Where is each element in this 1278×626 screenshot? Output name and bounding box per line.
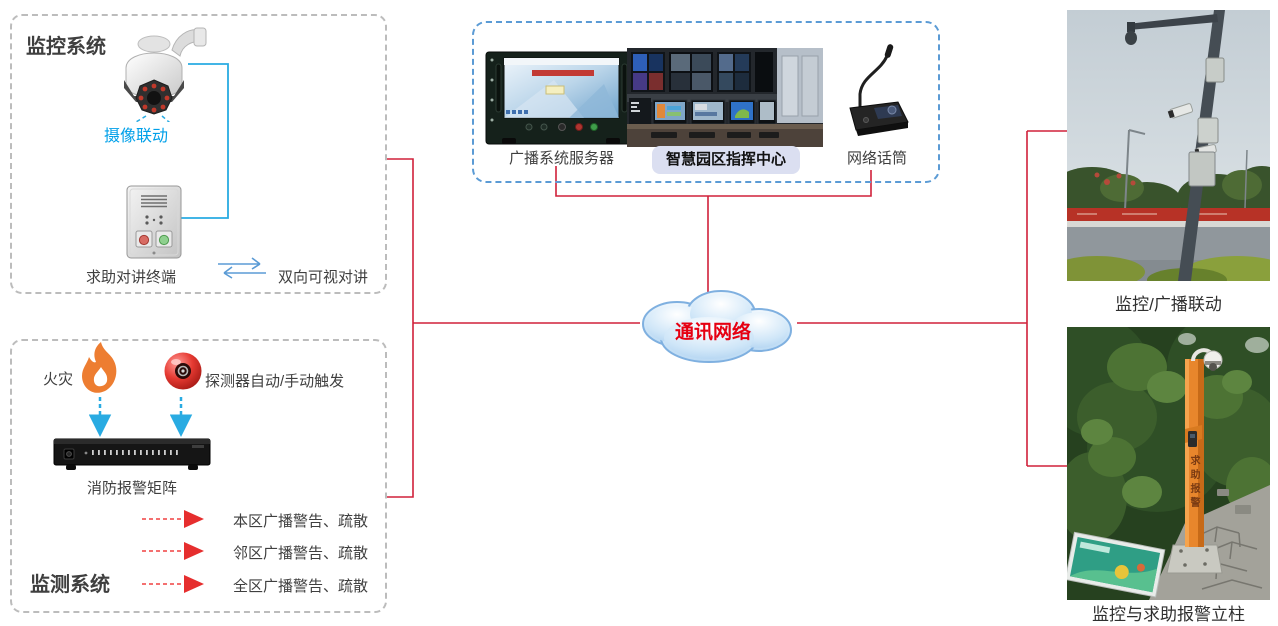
command-center-label: 智慧园区指挥中心 <box>652 146 800 174</box>
terminal-caption: 求助对讲终端 <box>86 269 177 286</box>
matrix-label: 消防报警矩阵 <box>86 480 177 497</box>
alarm-bell-icon <box>163 351 203 391</box>
pillar-vertical-text: 求助报警 <box>1188 455 1199 511</box>
broadcast-server-image <box>484 50 639 150</box>
flame-icon <box>80 341 122 395</box>
camera-linkage-caption: 摄像联动 <box>104 128 169 145</box>
network-microphone-icon <box>840 42 912 142</box>
photo2-caption: 监控与求助报警立柱 <box>1092 605 1245 624</box>
detection-system-title: 监测系统 <box>30 574 110 596</box>
server-label: 广播系统服务器 <box>508 150 614 167</box>
network-cloud <box>625 288 803 366</box>
command-center-connector <box>555 166 872 292</box>
photo-help-alarm-pillar <box>1067 327 1270 600</box>
ptz-camera-icon <box>110 22 210 122</box>
detection-system-box <box>10 339 387 613</box>
two-way-arrows-icon <box>214 254 270 282</box>
fire-label: 火灾 <box>43 371 74 388</box>
photo1-caption: 监控/广播联动 <box>1115 295 1222 314</box>
monitoring-system-box <box>10 14 387 294</box>
photo-monitoring-broadcast-linkage <box>1067 10 1270 281</box>
left-bracket-connector <box>387 158 640 498</box>
microphone-label: 网络话筒 <box>846 150 907 167</box>
broadcast-item-2: 邻区广播警告、疏散 <box>233 545 369 562</box>
intercom-terminal-icon <box>121 184 187 260</box>
trigger-label: 探测器自动/手动触发 <box>205 373 345 390</box>
command-center-photo <box>627 48 823 147</box>
broadcast-item-3: 全区广播警告、疏散 <box>233 578 369 595</box>
monitoring-system-title: 监控系统 <box>26 36 106 58</box>
broadcast-item-1: 本区广播警告、疏散 <box>233 513 369 530</box>
alarm-matrix-rack-icon <box>52 437 212 473</box>
cloud-label: 通讯网络 <box>674 322 751 343</box>
duplex-caption: 双向可视对讲 <box>278 269 369 286</box>
